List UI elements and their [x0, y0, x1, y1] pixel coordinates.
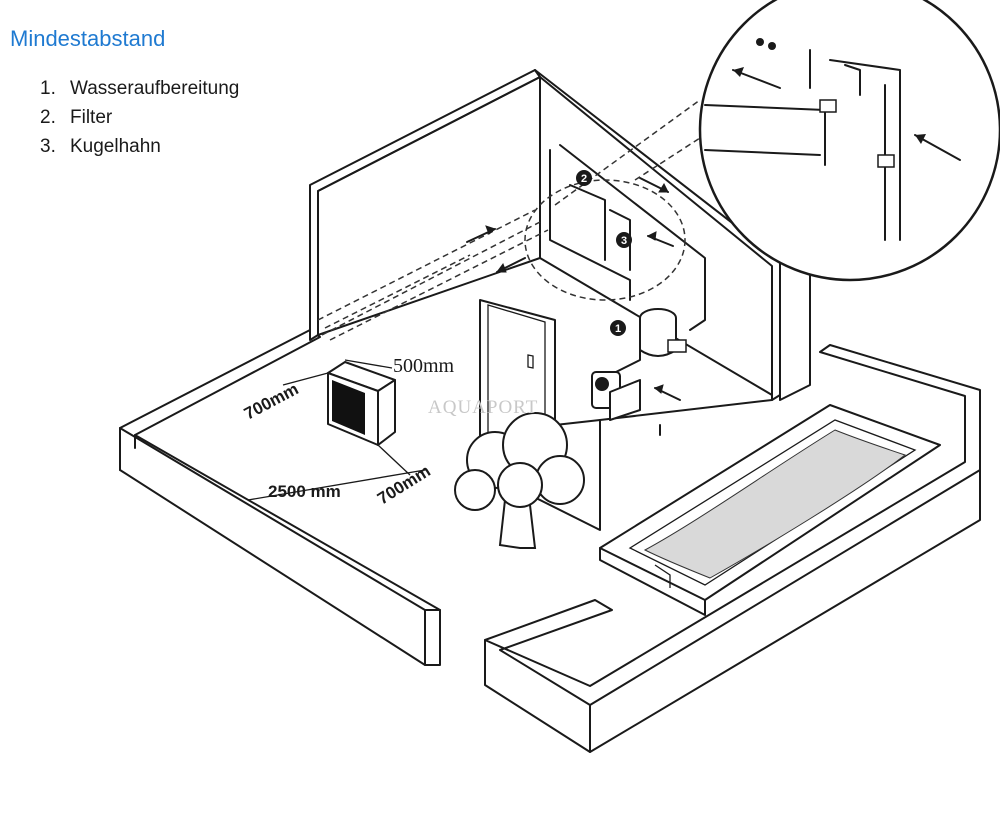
legend-item: 3.Kugelhahn	[40, 136, 161, 157]
connection-lines	[317, 209, 549, 341]
legend-label: Filter	[70, 107, 113, 128]
legend-item: 1.Wasseraufbereitung	[40, 78, 240, 99]
watermark: AQUAPORT	[428, 397, 538, 418]
diagram-title: Mindestabstand	[10, 26, 166, 51]
heat-pump-unit	[327, 361, 396, 446]
pump	[591, 371, 641, 421]
dimension-lines	[247, 359, 426, 501]
dimension-width: 2500 mm	[268, 482, 341, 501]
dimension-rear-gap: 500mm	[393, 355, 455, 377]
callout-filter: 1	[610, 320, 626, 336]
tree	[454, 412, 585, 549]
dimension-side-gap: 700mm	[241, 379, 302, 423]
callout-valve-b: 3	[616, 232, 632, 248]
legend-list: 1.Wasseraufbereitung 2.Filter 3.Kugelhah…	[40, 74, 239, 161]
legend-label: Kugelhahn	[70, 136, 161, 157]
legend-item: 2.Filter	[40, 107, 113, 128]
detail-focus	[524, 99, 701, 301]
svg-text:1: 1	[615, 323, 621, 335]
legend-label: Wasseraufbereitung	[70, 78, 240, 99]
svg-text:3: 3	[621, 235, 627, 247]
dimension-front-gap: 700mm	[374, 461, 434, 508]
svg-text:2: 2	[581, 173, 587, 185]
detail-inset	[698, 0, 1000, 282]
garden-wall-right	[484, 344, 981, 753]
flow-arrows	[466, 177, 681, 401]
callout-valve-a: 2	[576, 170, 592, 186]
swimming-pool	[599, 404, 941, 616]
filter-tank	[639, 308, 687, 357]
